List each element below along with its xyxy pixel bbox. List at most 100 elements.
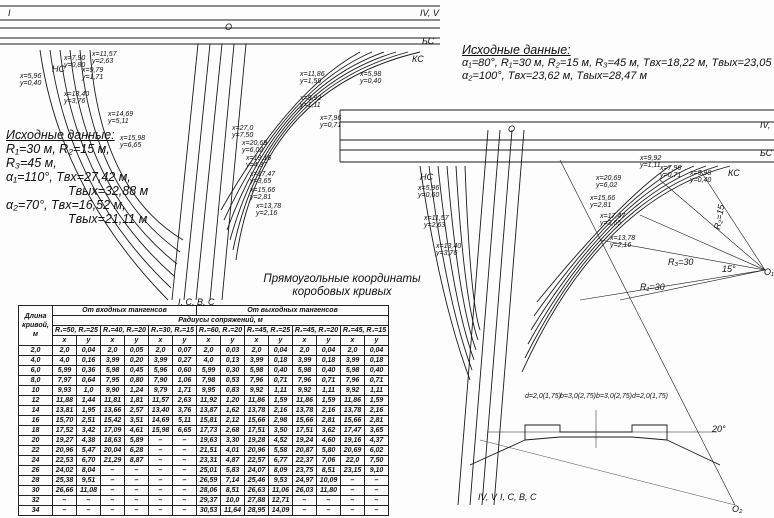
table-cell: 7,97	[52, 375, 77, 386]
table-cell: 4,0	[52, 355, 77, 366]
curve-arc	[419, 165, 471, 381]
table-cell: 1,11	[268, 385, 293, 396]
label-left-top-road: IV, V	[420, 8, 440, 18]
profile-label: d=2,0(1,75)	[632, 393, 668, 400]
table-cell: 3,42	[76, 425, 101, 436]
curve-arc	[39, 49, 169, 301]
table-cell: 1,44	[76, 395, 101, 406]
curve-arc	[220, 51, 361, 211]
table-cell: 4,37	[364, 435, 389, 446]
road-edge-line	[469, 129, 501, 506]
table-cell: 11,86	[340, 395, 365, 406]
table-cell: 5,98	[244, 365, 269, 376]
curve-coordinate-label: x=9,92	[639, 155, 661, 162]
table-cell: 1,0	[76, 385, 101, 396]
table-cell: 14,69	[148, 415, 173, 426]
table-cell: 7,96	[292, 375, 317, 386]
curve-coordinate-label: y=3,65	[249, 178, 271, 185]
table-cell: 0,45	[124, 365, 149, 376]
road-edge-line	[171, 43, 199, 301]
table-cell: –	[100, 505, 125, 516]
curve-coordinate-label: y=2,81	[589, 202, 611, 209]
curve-coordinate-label: x=13,40	[63, 91, 89, 98]
table-cell: 15,70	[52, 415, 77, 426]
table-cell: 5,80	[316, 445, 341, 456]
table-cell: –	[340, 475, 365, 486]
table-cell: 4,38	[76, 435, 101, 446]
table-cell: 13,66	[100, 405, 125, 416]
label-left-bc: БС	[422, 36, 435, 46]
curve-coordinate-label: x=9,79	[81, 67, 103, 74]
table-cell: 1,59	[316, 395, 341, 406]
table-cell: 10,0	[220, 495, 245, 506]
notes-line: Tвых=32,88 м	[68, 184, 149, 198]
table-cell: 11,80	[316, 485, 341, 496]
table-cell: 4,52	[268, 435, 293, 446]
table-cell: 1,59	[364, 395, 389, 406]
curve-coordinate-label: x=7,96	[659, 165, 681, 172]
curve-arc	[232, 51, 409, 251]
curve-coordinate-label: y=3,65	[599, 220, 621, 227]
table-cell: 19,24	[292, 435, 317, 446]
table-cell: 8,87	[124, 455, 149, 466]
header-x: x	[340, 335, 365, 346]
cell-curve-length: 30	[18, 485, 53, 496]
table-cell: 11,08	[76, 485, 101, 496]
curve-coordinate-label: x=15,66	[589, 195, 615, 202]
curve-coordinate-label: x=5,96	[19, 73, 41, 80]
table-cell: 5,11	[172, 415, 197, 426]
curve-coordinate-label: y=1,71	[81, 74, 103, 81]
table-cell: 0,04	[316, 345, 341, 356]
curve-coordinate-label: x=13,78	[609, 235, 635, 242]
table-cell: 26,66	[52, 485, 77, 496]
curve-coordinate-label: x=7,96	[319, 115, 341, 122]
notes-line: α₂=70°, Tвх=16,52 м,	[6, 198, 126, 212]
curve-arc	[446, 165, 477, 351]
table-cell: 1,11	[364, 385, 389, 396]
curve-coordinate-label: x=17,47	[249, 171, 276, 178]
table-cell: –	[124, 495, 149, 506]
table-cell: 1,59	[268, 395, 293, 406]
label-right-bc: БС	[760, 148, 773, 158]
table-cell: –	[124, 475, 149, 486]
table-cell: 0,04	[364, 345, 389, 356]
table-cell: –	[76, 495, 101, 506]
table-cell: 9,95	[196, 385, 221, 396]
curve-coordinate-label: x=11,57	[423, 215, 450, 222]
table-cell: 9,51	[76, 475, 101, 486]
curve-coordinate-label: x=5,96	[417, 185, 439, 192]
table-cell: 2,0	[196, 345, 221, 356]
cell-curve-length: 12	[18, 395, 53, 406]
table-cell: 2,0	[52, 345, 77, 356]
header-x: x	[148, 335, 173, 346]
header-radius: R₃=45, R₄=15	[340, 325, 389, 336]
table-cell: 0,40	[268, 365, 293, 376]
road-edge-line	[221, 43, 247, 301]
table-cell: 26,03	[292, 485, 317, 496]
table-cell: 29,37	[196, 495, 221, 506]
curve-coordinate-label: y=2,63	[423, 222, 445, 229]
table-cell: 0,71	[364, 375, 389, 386]
road-edge-line	[195, 43, 223, 301]
radius-line	[479, 439, 736, 506]
radius-line	[619, 269, 766, 301]
table-cell: 6,70	[76, 455, 101, 466]
cell-curve-length: 10	[18, 385, 53, 396]
table-cell: 4,61	[124, 425, 149, 436]
curve-coordinate-label: y=2,81	[249, 194, 271, 201]
table-cell: –	[52, 495, 77, 506]
cell-curve-length: 20	[18, 435, 53, 446]
table-cell: 11,86	[244, 395, 269, 406]
table-cell: 11,86	[292, 395, 317, 406]
table-cell: 0,64	[76, 375, 101, 386]
profile-label: b=3,0(2,75)	[560, 393, 596, 400]
table-cell: 11,92	[196, 395, 221, 406]
table-cell: 8,04	[76, 465, 101, 476]
table-cell: 0,05	[124, 345, 149, 356]
profile-label: b=3,0(2,75)	[596, 393, 632, 400]
table-cell: 2,51	[76, 415, 101, 426]
table-cell: 0,53	[220, 375, 245, 386]
